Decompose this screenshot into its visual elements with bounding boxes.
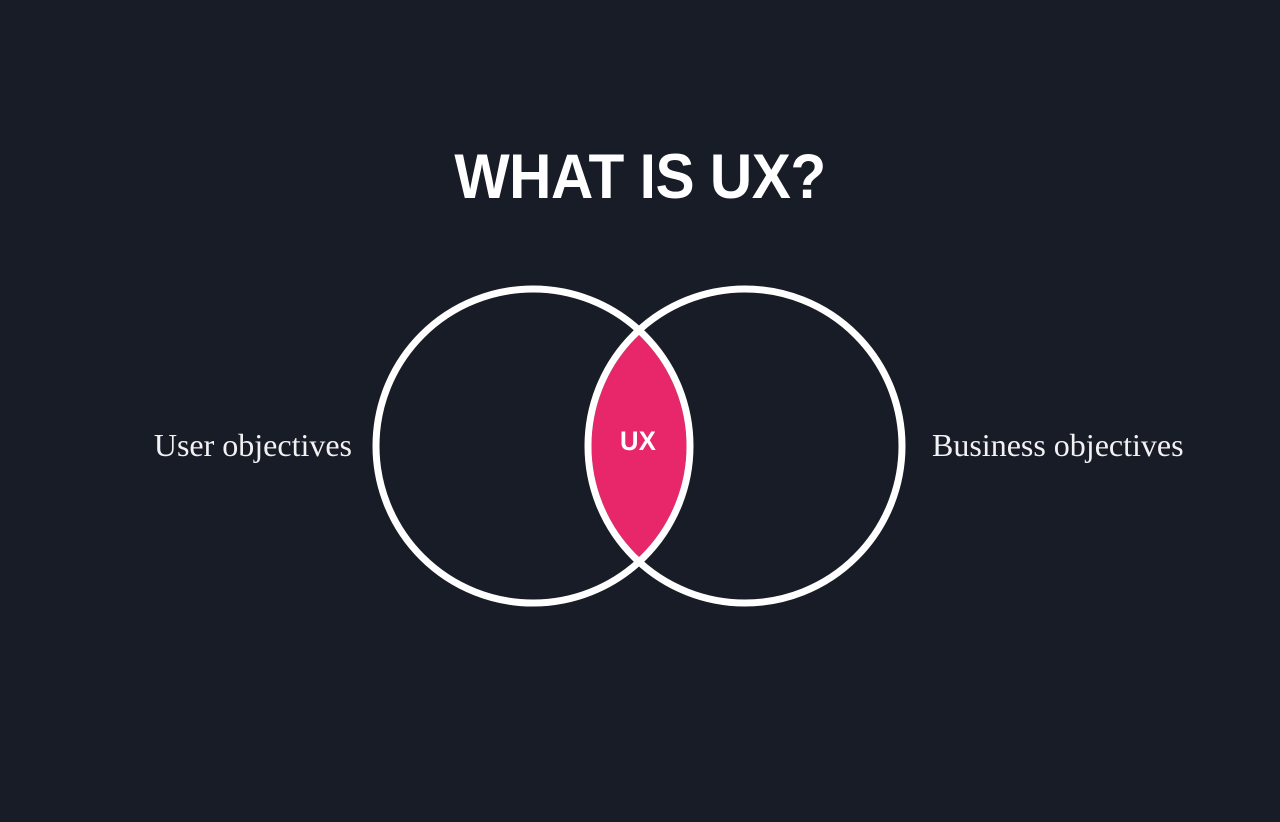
right-set-circle[interactable] xyxy=(584,285,906,607)
venn-diagram-svg xyxy=(372,285,906,607)
right-set-label: Business objectives xyxy=(932,427,1184,463)
venn-diagram xyxy=(340,264,940,628)
venn-intersection-region xyxy=(591,292,687,600)
intersection-fill xyxy=(591,292,687,600)
left-set-circle[interactable] xyxy=(372,285,694,607)
page-title: WHAT IS UX? xyxy=(454,142,826,213)
left-set-label: User objectives xyxy=(153,427,352,463)
